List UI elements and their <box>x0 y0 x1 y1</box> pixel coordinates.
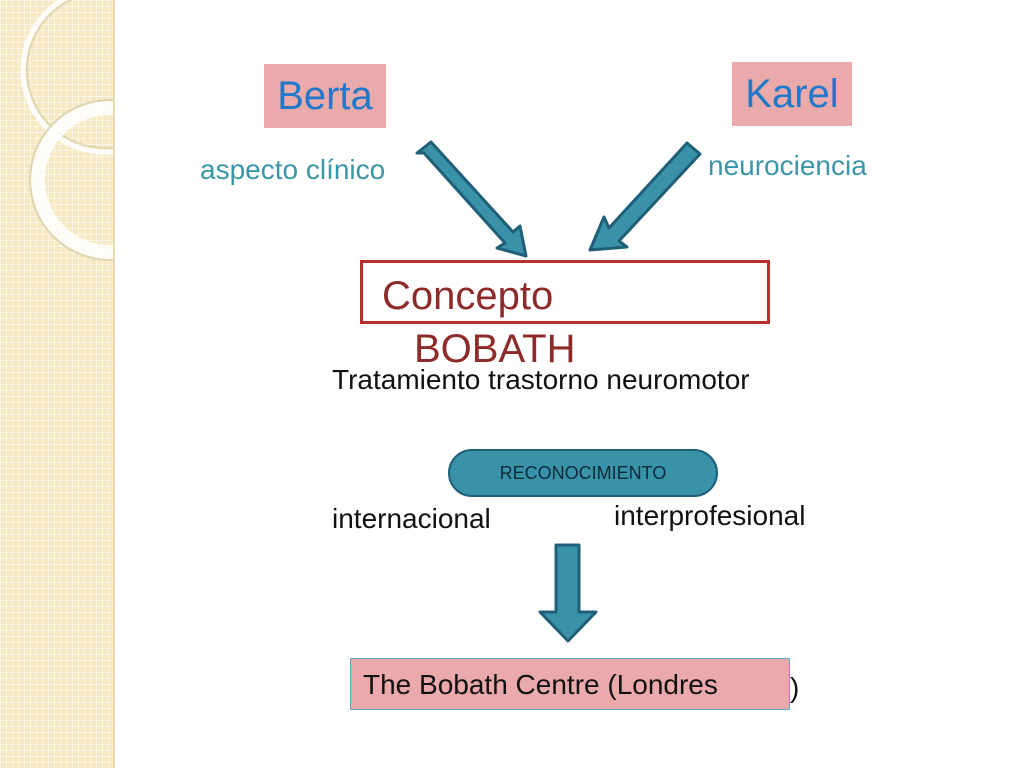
subtitle-text: Tratamiento trastorno neuromotor <box>332 364 750 395</box>
karel-label: Karel <box>745 71 839 116</box>
bobath-centre-box: The Bobath Centre (Londres <box>350 658 790 710</box>
karel-box: Karel <box>732 62 852 126</box>
bobath-centre-closing-paren: ) <box>790 672 800 703</box>
concept-box <box>360 260 770 324</box>
international-text: internacional <box>332 503 491 534</box>
decorative-sidebar <box>0 0 113 768</box>
arrow-karel-to-concept <box>588 141 702 252</box>
concept-line-1: Concepto <box>382 274 554 318</box>
concept-line-2: BOBATH <box>414 327 576 371</box>
arrow-berta-to-concept <box>415 140 528 258</box>
karel-caption: neurociencia <box>708 150 867 181</box>
interprofessional-text: interprofesional <box>614 500 806 531</box>
berta-caption: aspecto clínico <box>200 154 386 185</box>
sidebar-divider <box>113 0 115 768</box>
bobath-centre-text: The Bobath Centre (Londres <box>363 669 718 700</box>
decorative-circles <box>20 0 113 261</box>
berta-box: Berta <box>264 64 386 128</box>
berta-label: Berta <box>277 73 373 118</box>
arrow-down-to-centre <box>538 543 598 643</box>
recognition-pill: RECONOCIMIENTO <box>448 449 718 497</box>
recognition-label: RECONOCIMIENTO <box>499 462 667 483</box>
